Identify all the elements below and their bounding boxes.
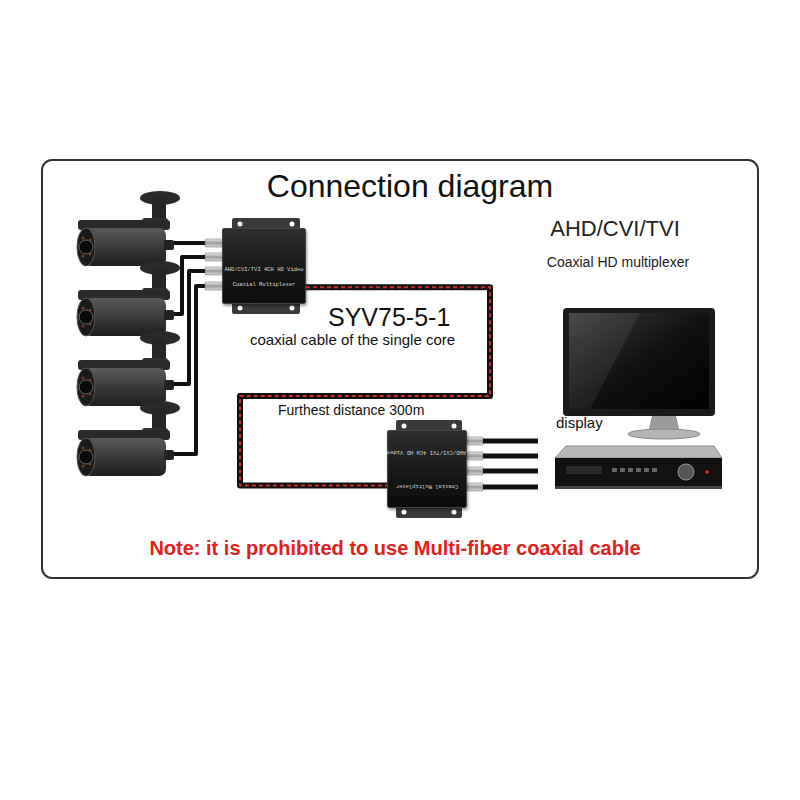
diagram-title: Connection diagram [210,168,610,205]
outer-frame [42,160,758,578]
cable-stripe [240,287,490,485]
device-print: AHD/CVI/TVI 4CH HD Video [388,449,466,455]
cable-type-label: SYV75-5-1 [328,303,488,332]
multiplexer-box: AHD/CVI/TVI 4CH HD VideoCoaxial Multiple… [222,228,306,304]
coaxial-cable [240,287,490,485]
camera-cables [170,243,206,454]
output-cables [483,441,538,487]
multiplexer-box: AHD/CVI/TVI 4CH HD VideoCoaxial Multiple… [387,430,467,508]
signal-type-label: AHD/CVI/TVI [535,216,695,241]
camera-icons [77,191,180,476]
display-label: display [556,414,626,431]
distance-note: Furthest distance 300m [278,402,478,418]
display-monitor [563,308,715,439]
dvr-recorder [555,446,722,489]
warning-note: Note: it is prohibited to use Multi-fibe… [80,537,710,560]
cable-description: coaxial cable of the single core [250,331,500,348]
product-label: Coaxial HD multiplexer [528,254,708,270]
device-print: AHD/CVI/TVI 4CH HD Video [223,267,305,273]
cable-jacket [240,287,490,485]
device-print: Coaxial Multiplexer [223,282,305,288]
device-print: Coaxial Multiplexer [388,483,466,489]
